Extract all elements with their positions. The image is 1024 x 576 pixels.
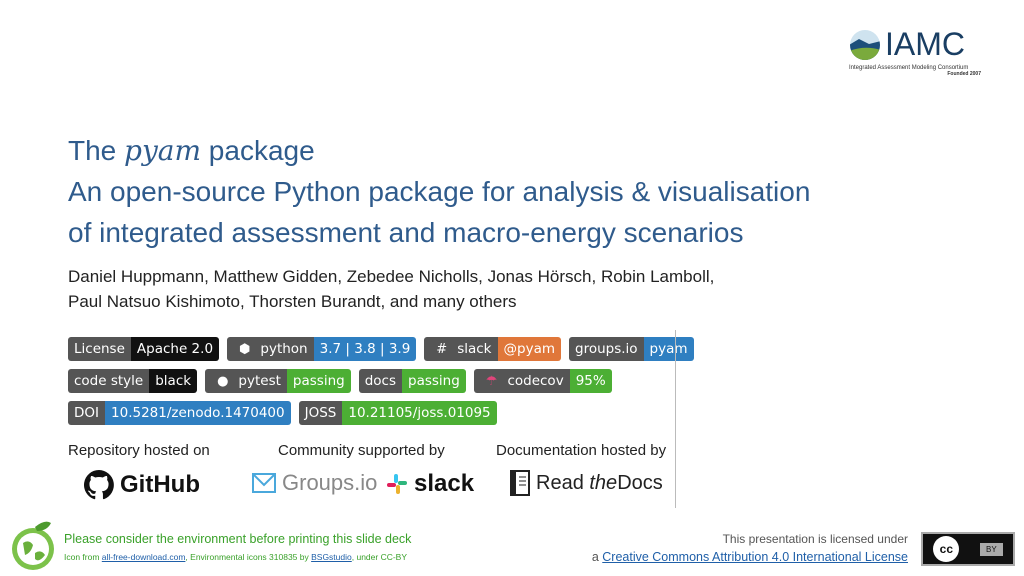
credit-link-1[interactable]: all-free-download.com — [101, 552, 186, 562]
book-icon — [510, 470, 530, 496]
github-icon: ● — [217, 373, 229, 389]
cc-icon: cc — [933, 536, 960, 562]
badge-label: docs — [358, 369, 402, 393]
iamc-logo: IAMC Integrated Assessment Modeling Cons… — [849, 26, 981, 77]
icon-credit: Icon from all-free-download.com, Environ… — [64, 552, 408, 562]
logo-name: IAMC — [885, 26, 965, 62]
badge-codecov[interactable]: ☂ codecov 95% — [473, 369, 612, 393]
codecov-icon: ☂ — [485, 373, 498, 389]
github-icon — [84, 470, 114, 500]
badge-value: 95% — [569, 369, 612, 393]
badge-value: black — [149, 369, 198, 393]
badge-label: code style — [68, 369, 150, 393]
badge-doi[interactable]: DOI 10.5281/zenodo.1470400 — [68, 401, 291, 425]
badge-label-text: License — [74, 341, 125, 357]
rtd-text: Read theDocs — [536, 471, 663, 494]
groupsio-text: Groups.io — [282, 470, 378, 495]
badge-label-text: codecov — [507, 373, 564, 389]
repo-label: Repository hosted on — [68, 442, 210, 459]
github-logo[interactable]: GitHub — [84, 470, 200, 500]
badge-label-text: slack — [457, 341, 492, 357]
badge-license[interactable]: License Apache 2.0 — [68, 337, 220, 361]
badge-label: DOI — [68, 401, 106, 425]
badge-label: License — [68, 337, 131, 361]
badge-docs[interactable]: docs passing — [358, 369, 466, 393]
readthedocs-logo[interactable]: Read theDocs — [510, 470, 663, 496]
badge-row: DOI 10.5281/zenodo.1470400 JOSS 10.21105/jo… — [68, 401, 497, 425]
cc-by-badge[interactable]: cc BY — [921, 532, 1015, 566]
badge-label: groups.io — [569, 337, 644, 361]
badge-value: 10.5281/zenodo.1470400 — [105, 401, 291, 425]
badge-python[interactable]: ⬢ python 3.7 | 3.8 | 3.9 — [227, 337, 417, 361]
badge-value: passing — [286, 369, 351, 393]
slack-logo[interactable]: slack — [386, 470, 474, 498]
community-label: Community supported by — [278, 442, 445, 459]
title-line2: An open-source Python package for analys… — [68, 176, 811, 207]
badge-label: ☂ codecov — [473, 369, 570, 393]
authors: Daniel Huppmann, Matthew Gidden, Zebedee… — [68, 264, 714, 314]
globe-icon — [850, 29, 880, 60]
title-line3: of integrated assessment and macro-energ… — [68, 217, 744, 248]
license-line1: This presentation is licensed under — [722, 532, 908, 546]
logo-subtitle: Integrated Assessment Modeling Consortiu… — [849, 65, 969, 71]
badge-joss[interactable]: JOSS 10.21105/joss.01095 — [298, 401, 497, 425]
badge-label-text: pytest — [238, 373, 281, 389]
badge-label-text: DOI — [74, 405, 100, 421]
badge-label: JOSS — [298, 401, 343, 425]
title-post: package — [201, 135, 315, 166]
title-package: pyam — [124, 134, 202, 167]
badge-row: code style black ● pytest passing docs passing… — [68, 369, 612, 393]
slide-title: The pyam package An open-source Python p… — [68, 130, 810, 253]
title-pre: The — [68, 135, 125, 166]
badge-label-text: code style — [74, 373, 144, 389]
authors-line1: Daniel Huppmann, Matthew Gidden, Zebedee… — [68, 267, 715, 286]
badge-label: ● pytest — [205, 369, 287, 393]
license-line2: a Creative Commons Attribution 4.0 Inter… — [591, 550, 908, 564]
badge-value: 10.21105/joss.01095 — [342, 401, 497, 425]
badge-label-text: groups.io — [575, 341, 638, 357]
slack-icon — [387, 474, 407, 494]
badge-label-text: docs — [364, 373, 396, 389]
divider — [675, 330, 676, 508]
badge-label: ⬢ python — [227, 337, 314, 361]
github-text: GitHub — [120, 471, 200, 498]
badge-pytest[interactable]: ● pytest passing — [205, 369, 351, 393]
badge-value: @pyam — [497, 337, 561, 361]
python-icon: ⬢ — [239, 341, 251, 357]
badge-label: # slack — [424, 337, 498, 361]
badge-code-style[interactable]: code style black — [68, 369, 198, 393]
docs-label: Documentation hosted by — [496, 442, 667, 459]
badge-value: passing — [402, 369, 466, 393]
environment-note: Please consider the environment before p… — [64, 532, 412, 546]
badge-label-text: python — [260, 341, 308, 357]
slack-text: slack — [414, 470, 475, 497]
logo-founded: Founded 2007 — [947, 71, 981, 77]
environment-globe-icon — [12, 521, 54, 570]
badge-label-text: JOSS — [304, 405, 337, 421]
authors-line2: Paul Natsuo Kishimoto, Thorsten Burandt,… — [68, 292, 517, 311]
badge-groups-io[interactable]: groups.io pyam — [569, 337, 694, 361]
badge-slack[interactable]: # slack @pyam — [424, 337, 561, 361]
badge-value: pyam — [643, 337, 694, 361]
envelope-icon — [252, 473, 276, 493]
badge-value: 3.7 | 3.8 | 3.9 — [313, 337, 417, 361]
by-icon: BY — [979, 542, 1003, 556]
badge-row: License Apache 2.0 ⬢ python 3.7 | 3.8 | 3.9 #… — [68, 337, 694, 361]
credit-link-2[interactable]: BSGstudio — [311, 552, 352, 562]
license-link[interactable]: Creative Commons Attribution 4.0 Interna… — [602, 550, 908, 564]
slack-icon: # — [436, 341, 448, 357]
groupsio-logo[interactable]: Groups.io — [252, 470, 377, 496]
badge-value: Apache 2.0 — [130, 337, 220, 361]
